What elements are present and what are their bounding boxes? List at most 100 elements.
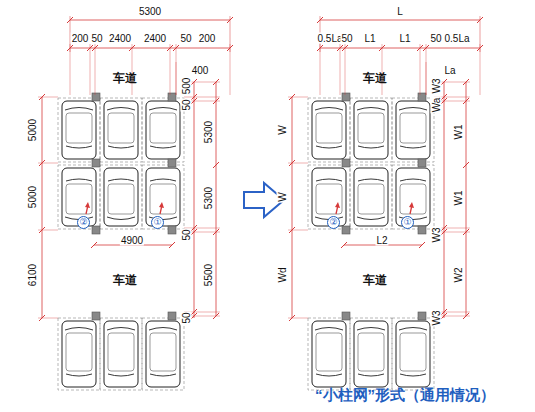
car-windshield [149, 328, 177, 331]
extension-line [184, 97, 220, 98]
column [168, 159, 176, 167]
car-rear-window [316, 146, 342, 148]
dimension-text: W [277, 124, 288, 135]
car-roof [66, 333, 92, 371]
car-windshield [357, 217, 385, 220]
callout-number: ② [79, 217, 87, 227]
car-roof [108, 333, 134, 371]
dimension-text: 5000 [27, 185, 38, 209]
car-windshield [107, 217, 135, 220]
dimension-line [91, 242, 97, 248]
column [168, 93, 176, 101]
car [312, 101, 346, 159]
column [92, 159, 100, 167]
car-roof [66, 113, 92, 143]
car-roof [400, 333, 426, 371]
car-roof [400, 184, 426, 214]
dimension-line [463, 313, 469, 319]
dimension-text: L [396, 6, 404, 17]
dimension-text: Wd [277, 267, 288, 284]
dimension-text: W2 [453, 267, 464, 284]
dimension-line [463, 79, 469, 85]
callout-number: ① [153, 217, 161, 227]
extension-line [38, 318, 58, 319]
dimension-text: 50 [179, 33, 192, 44]
extension-line [95, 44, 96, 95]
dimension-text: W3 [431, 78, 442, 95]
car-rear-window [108, 146, 134, 148]
car [104, 101, 138, 159]
car-windshield [107, 328, 135, 331]
column [418, 226, 426, 234]
car-rear-window [316, 179, 342, 181]
parking-space [350, 165, 392, 229]
column [92, 312, 100, 320]
column [168, 226, 176, 234]
extension-line [38, 230, 58, 231]
dimension-line [213, 162, 219, 168]
parking-space [142, 98, 184, 162]
dimension-line [419, 242, 425, 248]
car-roof [358, 333, 384, 371]
dimension-text: 50 [90, 33, 103, 44]
car-rear-window [150, 179, 176, 181]
car [396, 168, 430, 226]
car-windshield [399, 108, 427, 111]
dimension-line [213, 79, 219, 85]
car-rear-window [66, 146, 92, 148]
dimension-line [341, 242, 347, 248]
car-roof [150, 113, 176, 143]
dimension-text: 50 [181, 98, 192, 111]
dimension-line [466, 82, 467, 316]
car [104, 321, 138, 387]
dimension-text: 5500 [203, 263, 214, 287]
car [62, 101, 96, 159]
car-windshield [149, 108, 177, 111]
parking-space [58, 165, 100, 229]
dimension-text: L1 [363, 33, 376, 44]
car [312, 321, 346, 387]
parking-space [100, 165, 142, 229]
extension-line [70, 44, 71, 95]
dimension-line [463, 98, 469, 104]
column [342, 93, 350, 101]
column [418, 93, 426, 101]
dimension-text: 200 [71, 33, 90, 44]
parking-space [142, 165, 184, 229]
extension-line [288, 230, 308, 231]
car-roof [316, 184, 342, 214]
car [396, 101, 430, 159]
parking-space [308, 165, 350, 229]
car [146, 168, 180, 226]
column [168, 312, 176, 320]
dimension-text: 4900 [120, 235, 144, 246]
car-roof [316, 333, 342, 371]
car-windshield [65, 328, 93, 331]
extension-line [320, 44, 321, 95]
dimension-line [444, 82, 445, 318]
dimension-text: W3 [431, 227, 442, 244]
dimension-line [213, 98, 219, 104]
dimension-text: 5300 [203, 186, 214, 210]
dimension-text: W1 [453, 190, 464, 207]
dimension-text: 400 [191, 65, 210, 76]
dimension-text: 50 [181, 228, 192, 241]
car [354, 101, 388, 159]
car [146, 321, 180, 387]
dimension-text: 50 [340, 33, 353, 44]
car-rear-window [400, 179, 426, 181]
lane-label: 车道 [362, 73, 388, 84]
dimension-line [70, 20, 230, 21]
car-roof [316, 113, 342, 143]
extension-line [170, 44, 171, 95]
pointer-arrowhead [85, 202, 90, 208]
parking-space [392, 318, 434, 390]
dimension-line [42, 97, 43, 318]
extension-line [288, 163, 308, 164]
parking-space [308, 318, 350, 390]
extension-line [340, 44, 341, 95]
column [92, 93, 100, 101]
extension-line [480, 44, 481, 95]
car-roof [108, 184, 134, 214]
car-rear-window [108, 374, 134, 376]
